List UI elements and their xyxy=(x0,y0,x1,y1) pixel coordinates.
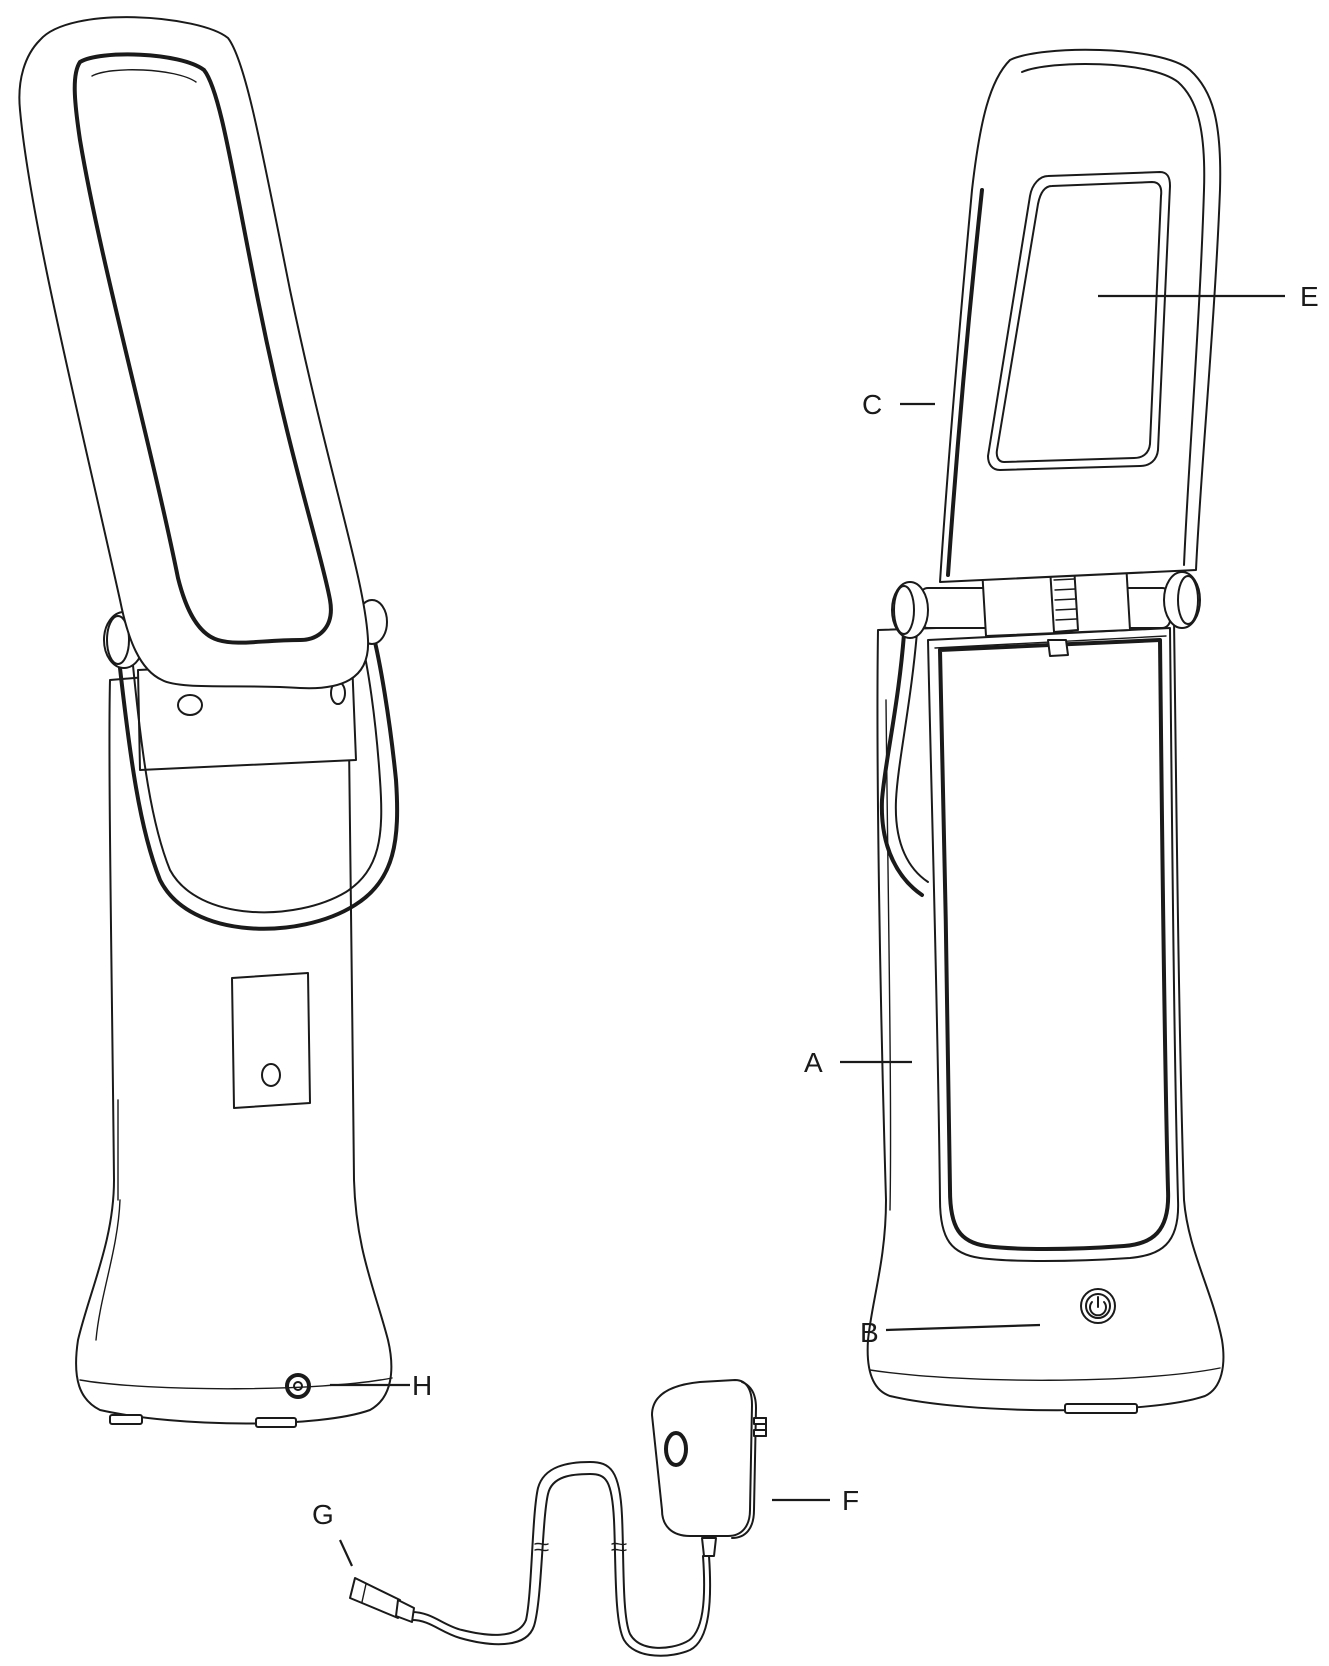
plug-prongs xyxy=(753,1417,767,1437)
right-hinge xyxy=(891,561,1201,657)
callout-f: F xyxy=(772,1485,859,1516)
left-rear-plate xyxy=(231,972,311,1109)
label-b: B xyxy=(860,1317,879,1348)
power-adapter xyxy=(651,1379,767,1557)
light-panel xyxy=(987,171,1171,471)
callout-b: B xyxy=(860,1317,1041,1348)
callout-c: C xyxy=(862,389,935,420)
label-f: F xyxy=(842,1485,859,1516)
label-g: G xyxy=(312,1499,334,1530)
left-lamp xyxy=(18,16,400,1428)
power-button[interactable] xyxy=(1080,1288,1116,1324)
dc-input-jack xyxy=(285,1373,311,1399)
label-h: H xyxy=(412,1370,432,1401)
right-handle xyxy=(879,618,929,897)
right-front-panel xyxy=(927,627,1180,1262)
label-e: E xyxy=(1300,281,1319,312)
power-cord xyxy=(411,1461,712,1657)
callout-g: G xyxy=(312,1499,353,1567)
left-handle xyxy=(116,628,400,931)
left-lamp-head xyxy=(18,16,370,690)
label-c: C xyxy=(862,389,882,420)
callout-a: A xyxy=(804,1047,912,1078)
callout-h: H xyxy=(330,1370,432,1401)
callout-e: E xyxy=(1098,281,1319,312)
power-icon xyxy=(1089,1296,1107,1317)
right-lamp xyxy=(866,48,1225,1414)
label-a: A xyxy=(804,1047,823,1078)
dc-plug xyxy=(349,1577,415,1623)
right-lamp-head xyxy=(939,48,1222,583)
